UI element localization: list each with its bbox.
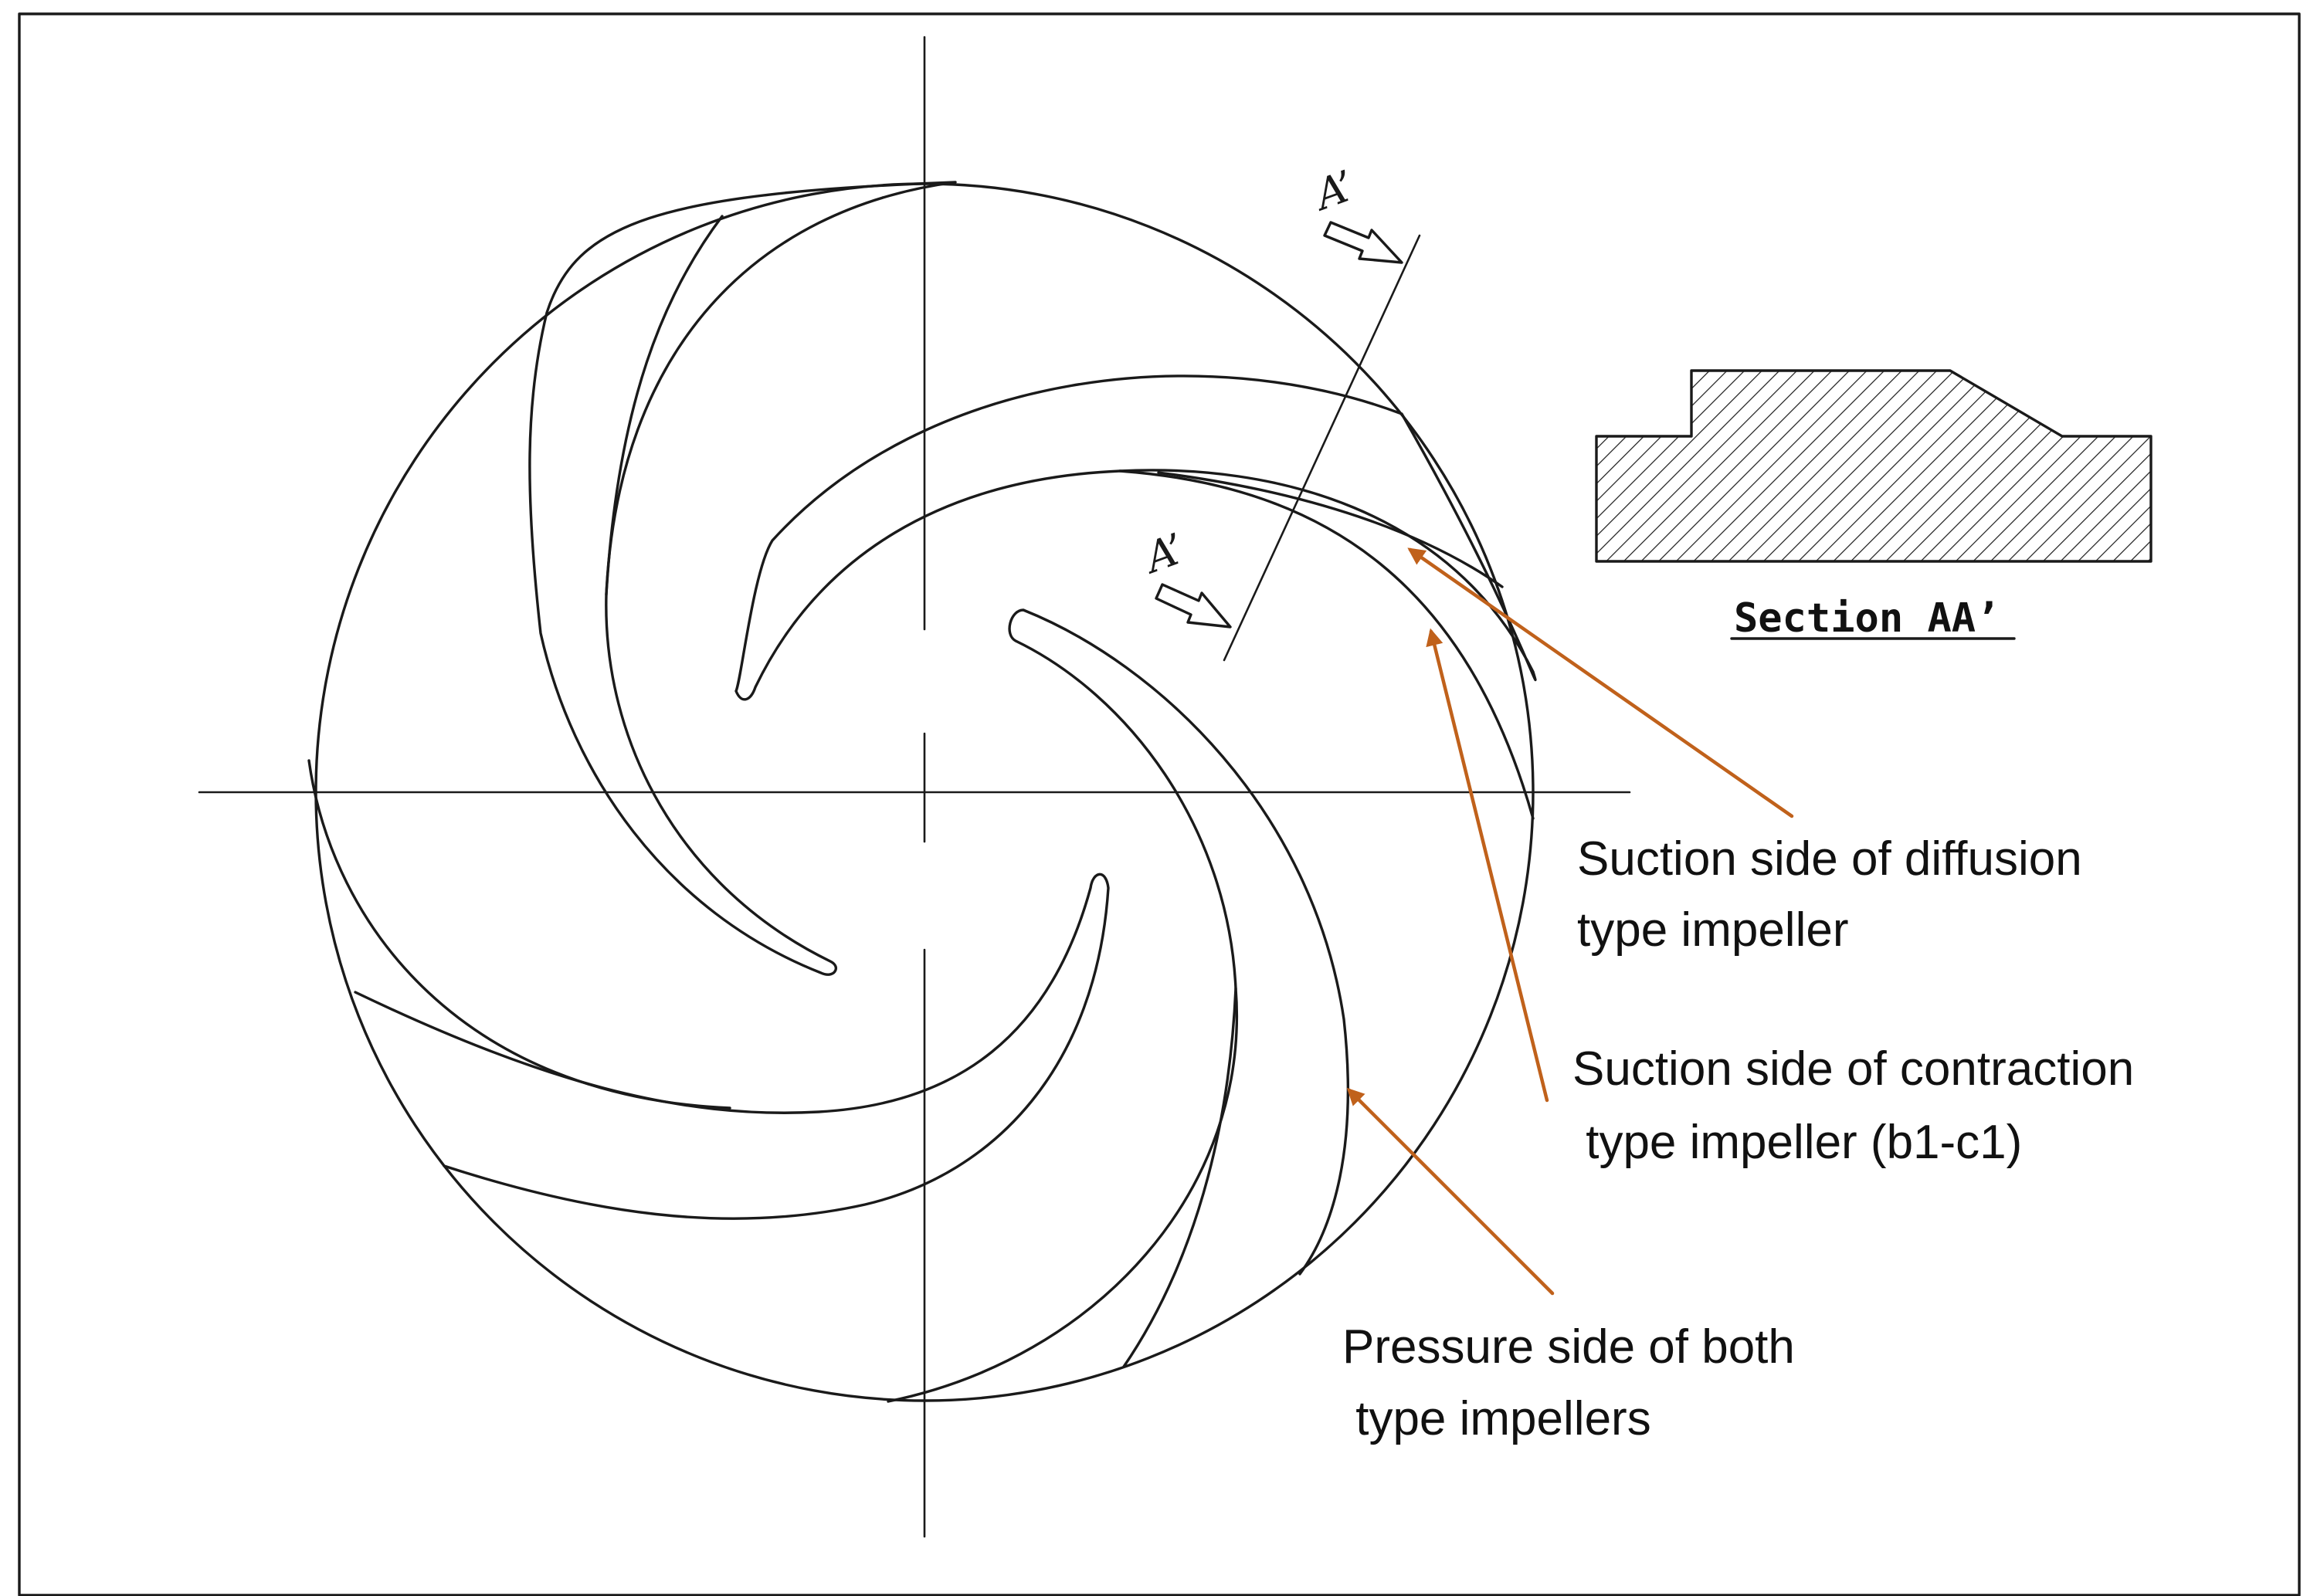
label-suction-contraction-line2: type impeller (b1-c1) [1572, 1116, 2022, 1169]
section-profile [1595, 369, 2152, 563]
callout-arrows [1346, 547, 1794, 1296]
label-suction-diffusion-line2: type impeller [1577, 903, 1848, 957]
blade-top-right [734, 374, 1537, 701]
section-mark-bottom: A’ [1135, 524, 1191, 584]
blade-bottom-right [887, 608, 1349, 1403]
section-mark-top: A’ [1305, 161, 1361, 221]
callout-arrow-diffusion [1407, 547, 1794, 818]
drawing-frame [18, 12, 2301, 1596]
section-title: Section AA’ [1734, 595, 2000, 642]
label-suction-contraction: Suction side of contraction [1572, 1042, 2134, 1096]
section-cut-line: A’ A’ [1135, 161, 1421, 662]
annotation-labels: Suction side of diffusion type impeller … [1342, 832, 2134, 1445]
section-aa-view: Section AA’ [1595, 369, 2152, 642]
callout-arrow-contraction [1426, 628, 1549, 1103]
label-pressure-both-line2: type impellers [1342, 1392, 1651, 1445]
label-pressure-both: Pressure side of both [1342, 1320, 1795, 1374]
impeller-blades [307, 181, 1537, 1403]
center-lines [198, 36, 1631, 1538]
label-suction-diffusion: Suction side of diffusion [1577, 832, 2082, 886]
blade-top-left [528, 181, 957, 976]
callout-arrow-pressure [1346, 1087, 1555, 1296]
